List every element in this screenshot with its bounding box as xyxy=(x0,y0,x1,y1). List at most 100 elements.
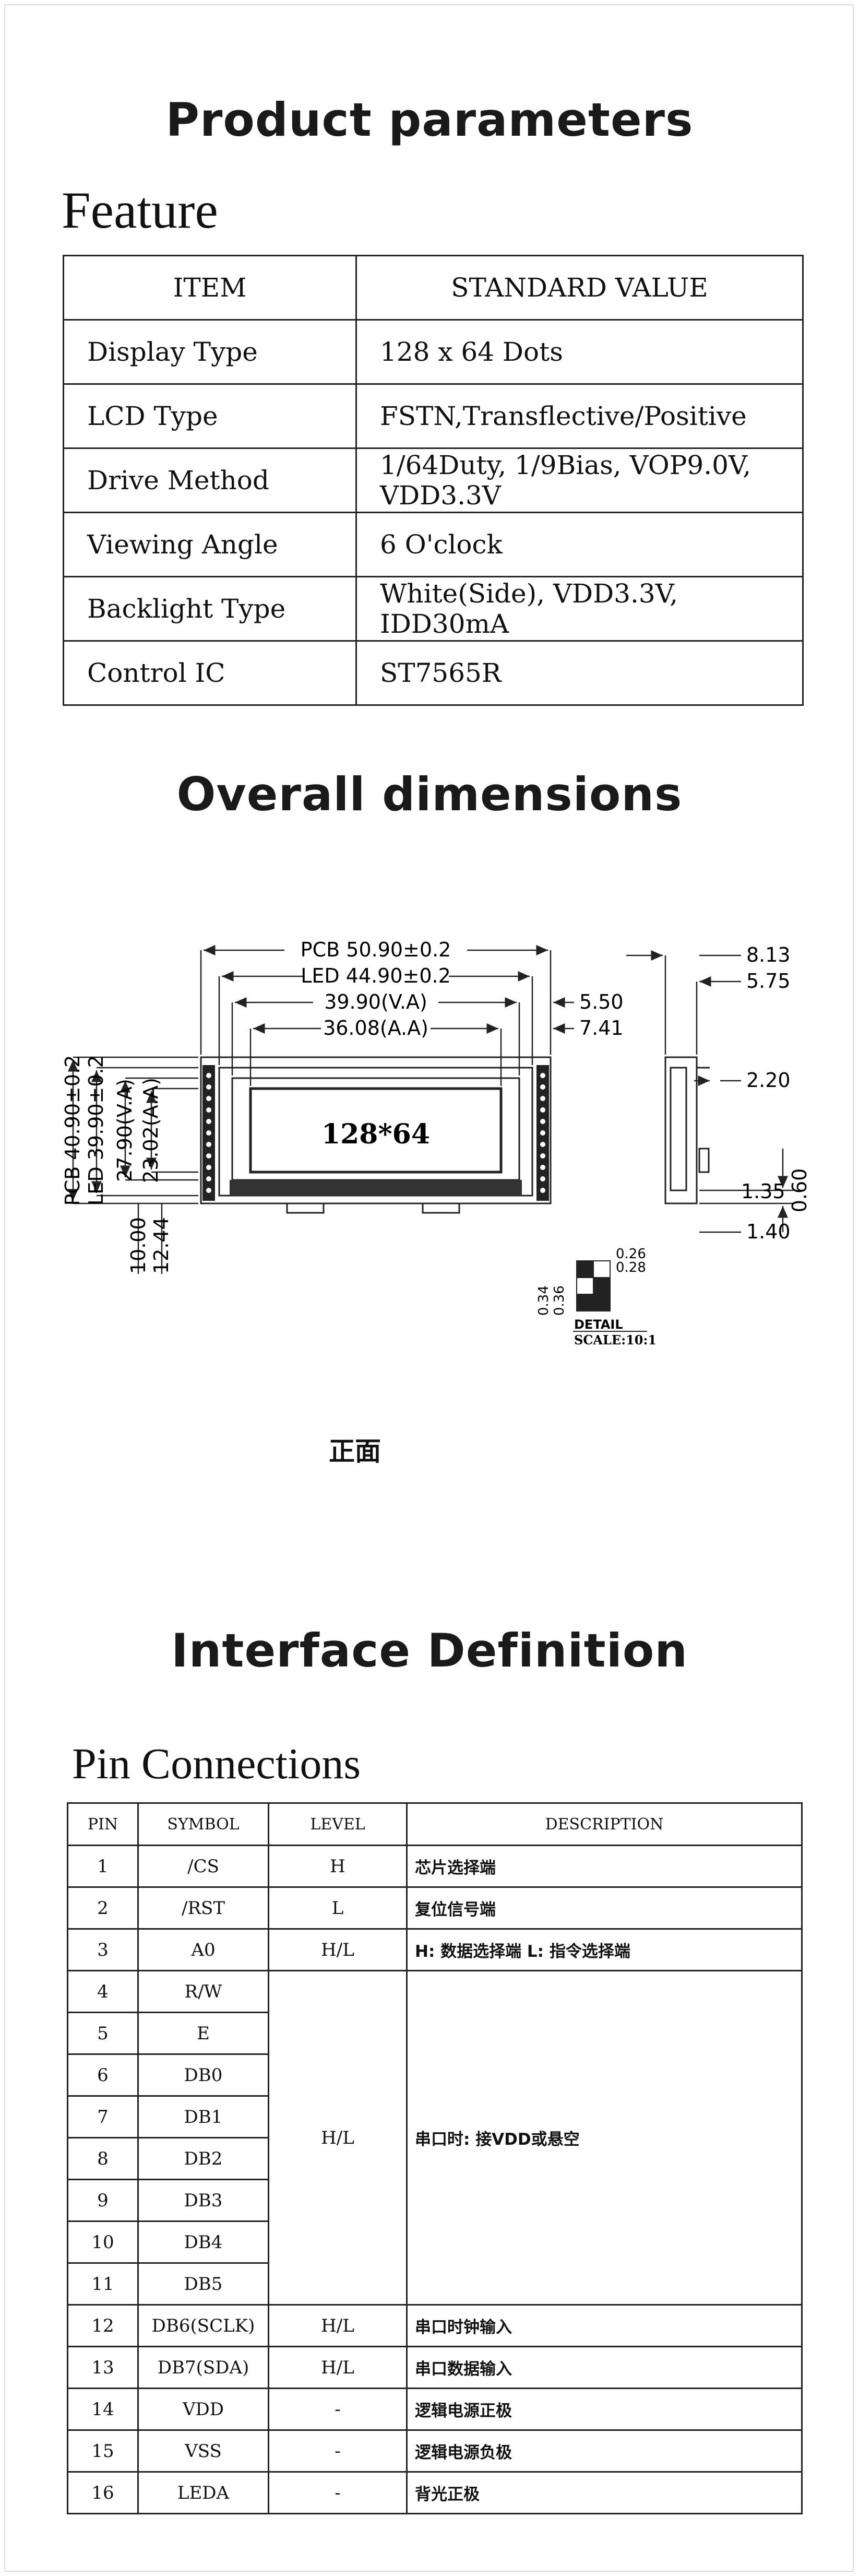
feature-table-header: ITEM STANDARD VALUE xyxy=(63,255,804,321)
symbol-cell: E xyxy=(137,2012,269,2055)
pin-cell: 8 xyxy=(67,2137,139,2180)
detail-036-label: 0.36 xyxy=(552,1285,567,1316)
symbol-cell: /RST xyxy=(137,1886,269,1930)
symbol-cell: DB7(SDA) xyxy=(137,2346,269,2389)
pcb-width-label: PCB 50.90±0.2 xyxy=(301,938,451,961)
description-cell: 逻辑电源正极 xyxy=(406,2388,803,2431)
level-cell: H/L xyxy=(268,2304,408,2347)
feature-heading: Feature xyxy=(62,181,218,239)
level-cell: H/L xyxy=(268,2346,408,2389)
pin-table: PIN SYMBOL LEVEL DESCRIPTION 1 /CS H 芯片选… xyxy=(67,1802,803,2514)
symbol-cell: DB6(SCLK) xyxy=(137,2304,269,2347)
dimension-drawing: 128*64 PCB 50.90±0.2 LED 44.90±0.2 39.90… xyxy=(61,938,811,1348)
overall-dimensions-heading: Overall dimensions xyxy=(176,767,683,821)
table-row: 6 DB0 xyxy=(67,2053,802,2097)
pin-cell: 15 xyxy=(67,2429,139,2473)
symbol-cell: /CS xyxy=(137,1845,269,1888)
symbol-cell: VSS xyxy=(137,2429,269,2473)
symbol-cell: DB4 xyxy=(137,2220,269,2264)
interface-definition-heading: Interface Definition xyxy=(171,1624,688,1677)
item-cell: Display Type xyxy=(63,319,357,385)
pin-cell: 9 xyxy=(67,2179,139,2222)
level-cell: H/L xyxy=(268,1928,408,1971)
item-cell: Backlight Type xyxy=(63,576,357,642)
description-cell: 串口数据输入 xyxy=(406,2346,803,2389)
detail-028-label: 0.28 xyxy=(616,1260,646,1275)
side-135-label: 1.35 xyxy=(741,1180,785,1203)
merged-level-cell: H/L xyxy=(268,1970,408,2306)
description-cell: 串口时钟输入 xyxy=(406,2304,803,2347)
table-row: 2 /RST L 复位信号端 xyxy=(67,1886,803,1930)
symbol-cell: DB0 xyxy=(137,2053,269,2097)
pin-cell: 7 xyxy=(67,2095,139,2138)
side-575-label: 5.75 xyxy=(746,970,791,992)
pin-cell: 12 xyxy=(67,2304,139,2347)
item-cell: Control IC xyxy=(63,640,357,706)
table-row: Viewing Angle 6 O'clock xyxy=(63,512,804,577)
symbol-cell: LEDA xyxy=(137,2471,269,2514)
description-cell: 逻辑电源负极 xyxy=(406,2429,803,2473)
symbol-cell: DB1 xyxy=(137,2095,269,2138)
detail-scale-label: SCALE:10:1 xyxy=(574,1332,657,1348)
pin-table-header: PIN SYMBOL LEVEL DESCRIPTION xyxy=(67,1802,803,1846)
header-pin: PIN xyxy=(67,1802,139,1846)
pin-cell: 5 xyxy=(67,2012,139,2055)
aa-width-label: 36.08(A.A) xyxy=(323,1017,428,1039)
header-standard-value: STANDARD VALUE xyxy=(355,255,804,321)
table-row: 5 E xyxy=(67,2012,802,2055)
table-row: 13 DB7(SDA) H/L 串口数据输入 xyxy=(67,2346,803,2389)
value-cell: ST7565R xyxy=(355,640,804,706)
pin-cell: 4 xyxy=(67,1970,139,2013)
level-cell: H xyxy=(268,1845,408,1888)
led-width-label: LED 44.90±0.2 xyxy=(301,964,451,987)
active-area xyxy=(249,1087,503,1174)
right-550-label: 5.50 xyxy=(579,990,624,1013)
level-cell: - xyxy=(268,2471,408,2514)
pin-cell: 16 xyxy=(67,2471,139,2514)
table-row: 11 DB5 xyxy=(67,2262,802,2306)
pin-cell: 11 xyxy=(67,2262,139,2306)
pin-connections-heading: Pin Connections xyxy=(72,1740,361,1788)
header-item: ITEM xyxy=(63,255,357,321)
symbol-cell: DB5 xyxy=(137,2262,269,2306)
pin-cell: 1 xyxy=(67,1845,139,1888)
table-row: 9 DB3 xyxy=(67,2179,802,2222)
header-level: LEVEL xyxy=(268,1802,408,1846)
table-row: Control IC ST7565R xyxy=(63,640,804,706)
detail-034-label: 0.34 xyxy=(536,1285,552,1316)
detail-026-label: 0.26 xyxy=(616,1246,646,1262)
pin-cell: 2 xyxy=(67,1886,139,1930)
value-cell: 1/64Duty, 1/9Bias, VOP9.0V, VDD3.3V xyxy=(355,447,804,513)
symbol-cell: R/W xyxy=(137,1970,269,2013)
hatched-bar xyxy=(230,1180,522,1196)
table-row: 15 VSS - 逻辑电源负极 xyxy=(67,2429,803,2473)
product-parameters-heading: Product parameters xyxy=(165,93,694,147)
table-row: LCD Type FSTN,Transflective/Positive xyxy=(63,383,804,449)
description-cell: 复位信号端 xyxy=(406,1886,803,1930)
front-view-label: 正面 xyxy=(329,1436,381,1467)
symbol-cell: DB3 xyxy=(137,2179,269,2222)
table-row: Drive Method 1/64Duty, 1/9Bias, VOP9.0V,… xyxy=(63,447,804,513)
offset-1000-label: 10.00 xyxy=(127,1217,150,1274)
table-row: 8 DB2 xyxy=(67,2137,802,2180)
side-060-label: 0.60 xyxy=(788,1168,811,1213)
detail-view xyxy=(573,1260,647,1332)
header-description: DESCRIPTION xyxy=(406,1802,803,1846)
pin-cell: 14 xyxy=(67,2388,139,2431)
item-cell: Drive Method xyxy=(63,447,357,513)
table-row: Display Type 128 x 64 Dots xyxy=(63,319,804,385)
pcb-outline xyxy=(200,1056,552,1204)
table-row: 3 A0 H/L H: 数据选择端 L: 指令选择端 xyxy=(67,1928,803,1971)
table-row: Backlight Type White(Side), VDD3.3V, IDD… xyxy=(63,576,804,642)
value-cell: FSTN,Transflective/Positive xyxy=(355,383,804,449)
pin-cell: 6 xyxy=(67,2053,139,2097)
table-row: 10 DB4 xyxy=(67,2220,802,2264)
symbol-cell: DB2 xyxy=(137,2137,269,2180)
center-label: 128*64 xyxy=(321,1118,430,1150)
offset-1244-label: 12.44 xyxy=(150,1217,173,1274)
aa-height-label: 23.02(A.A) xyxy=(139,1078,162,1183)
table-row: 1 /CS H 芯片选择端 xyxy=(67,1845,803,1888)
feature-table: ITEM STANDARD VALUE Display Type 128 x 6… xyxy=(63,255,804,706)
level-cell: - xyxy=(268,2388,408,2431)
symbol-cell: A0 xyxy=(137,1928,269,1971)
